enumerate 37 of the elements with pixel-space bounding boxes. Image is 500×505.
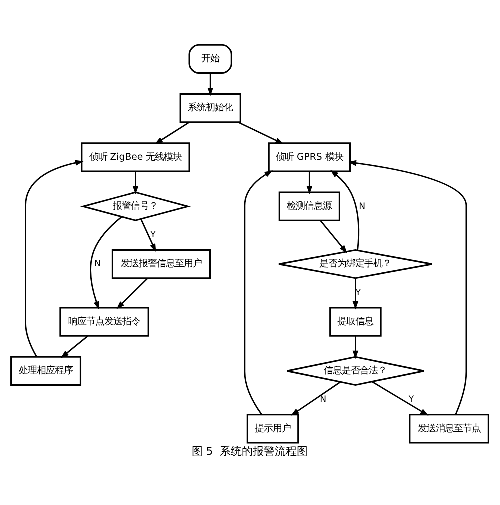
arrow xyxy=(154,121,190,144)
node-box: 侦听 ZigBee 无线模块 xyxy=(81,142,190,172)
node-box: 系统初始化 xyxy=(180,92,242,123)
edge-label: N xyxy=(320,394,327,405)
arrow xyxy=(348,160,468,415)
arrow xyxy=(140,218,156,252)
arrow xyxy=(372,380,429,416)
node-box: 响应节点发送指令 xyxy=(60,306,150,336)
arrow xyxy=(330,170,360,250)
arrow xyxy=(352,336,359,359)
node-box: 发送报警信息至用户 xyxy=(112,249,211,279)
arrow xyxy=(244,170,274,415)
arrow xyxy=(25,160,84,357)
arrow xyxy=(291,381,341,416)
arrow xyxy=(116,277,148,309)
arrow xyxy=(90,216,122,310)
node-box: 提取信息 xyxy=(330,306,382,336)
arrow xyxy=(306,171,313,194)
node-box: 处理相应程序 xyxy=(10,356,82,386)
arrow xyxy=(60,335,88,358)
node-diamond: 报警信号？ xyxy=(80,191,192,221)
edge-label: Y xyxy=(150,230,156,240)
edge-label: N xyxy=(359,201,366,212)
edge-label: Y xyxy=(408,394,414,405)
arrow xyxy=(132,171,139,194)
node-diamond: 信息是否合法？ xyxy=(286,356,425,386)
node-box: 提示用户 xyxy=(246,414,300,444)
caption: 图 5 系统的报警流程图 xyxy=(192,444,308,458)
node-box: 发送消息至节点 xyxy=(409,414,490,444)
arrow xyxy=(238,121,284,144)
arrow xyxy=(320,220,348,253)
arrow xyxy=(208,72,214,96)
node-diamond: 是否为绑定手机？ xyxy=(278,248,434,279)
node-box: 开始 xyxy=(188,44,232,74)
node-box: 检测信息源 xyxy=(278,191,340,221)
edge-label: N xyxy=(94,258,102,269)
node-box: 侦听 GPRS 模块 xyxy=(268,142,352,172)
